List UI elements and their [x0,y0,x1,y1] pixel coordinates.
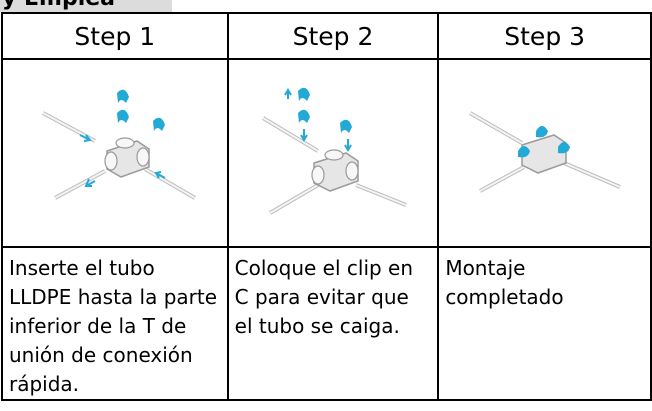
description-row: Inserte el tubo LLDPE hasta la parte inf… [1,246,652,401]
step-1-image-cell [1,58,229,248]
section-heading: y Emplea [2,0,115,11]
heading-tab-background [0,0,172,12]
tee-fitting-attach-c-clips-illustration [261,87,407,215]
step-2-description: Coloque el clip en C para evitar que el … [226,246,440,401]
step-1-header: Step 1 [1,12,229,60]
step-3-header: Step 3 [437,12,652,60]
step-3-description: Montaje completado [437,246,652,401]
tee-fitting-insert-tubes-illustration [41,89,196,200]
step-2-image-cell [226,58,440,248]
header-row: Step 1 Step 2 Step 3 [1,12,652,60]
step-3-image-cell [437,58,652,248]
step-2-header: Step 2 [226,12,440,60]
image-row [1,58,652,248]
tee-fitting-assembled-illustration [468,111,621,193]
steps-table: Step 1 Step 2 Step 3 [1,12,652,401]
step-1-description: Inserte el tubo LLDPE hasta la parte inf… [1,246,229,401]
